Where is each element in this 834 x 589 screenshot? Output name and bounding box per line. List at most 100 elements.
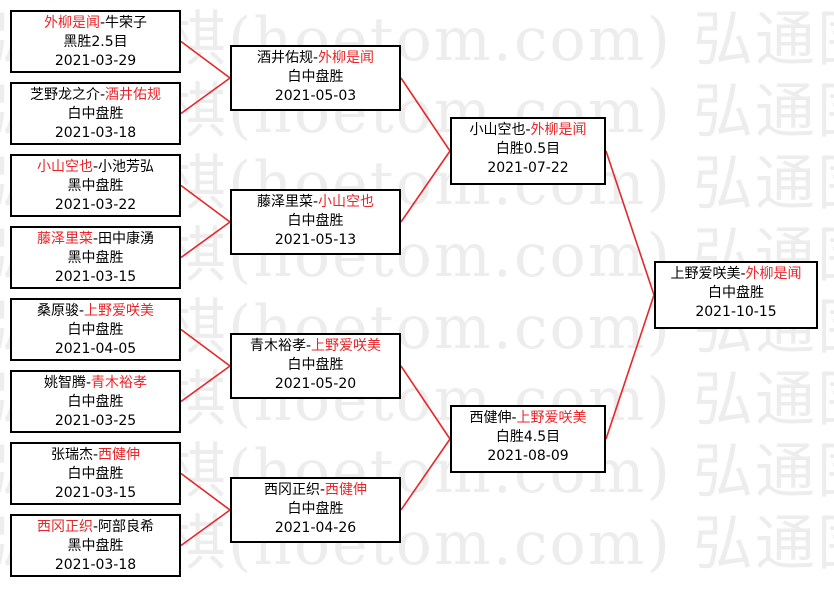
match-date: 2021-05-13 [274, 232, 357, 248]
player-1: 西冈正织 [263, 482, 320, 498]
player-2: 田中康湧 [98, 231, 155, 247]
match-box[interactable]: 藤泽里菜-小山空也 白中盘胜 2021-05-13 [230, 189, 401, 255]
player-1: 小山空也 [469, 122, 526, 138]
player-1: 藤泽里菜 [36, 231, 93, 247]
connector-line [180, 365, 231, 403]
match-result: 白中盘胜 [287, 213, 344, 229]
match-players: 桑原骏-上野爱咲美 [36, 303, 155, 319]
player-2: 西健伸 [325, 482, 368, 498]
connector-line [180, 40, 231, 79]
connector-line [400, 438, 451, 511]
match-date: 2021-05-20 [274, 376, 357, 392]
match-date: 2021-03-18 [54, 557, 137, 573]
match-box[interactable]: 桑原骏-上野爱咲美 白中盘胜 2021-04-05 [10, 298, 181, 361]
match-box[interactable]: 小山空也-小池芳弘 黑中盘胜 2021-03-22 [10, 154, 181, 217]
match-result: 黑胜2.5目 [63, 34, 128, 50]
match-box[interactable]: 藤泽里菜-田中康湧 黑中盘胜 2021-03-15 [10, 226, 181, 289]
match-players: 藤泽里菜-田中康湧 [36, 231, 155, 247]
player-1: 芝野龙之介 [29, 87, 100, 103]
match-result: 黑中盘胜 [67, 178, 124, 194]
player-2: 上野爱咲美 [311, 338, 382, 354]
match-result: 白中盘胜 [287, 69, 344, 85]
connector-line [180, 77, 231, 115]
player-2: 外柳是闻 [318, 50, 375, 66]
match-result: 白中盘胜 [67, 322, 124, 338]
player-1: 青木裕孝 [249, 338, 306, 354]
player-1: 桑原骏 [36, 303, 79, 319]
player-2: 上野爱咲美 [516, 410, 587, 426]
match-box[interactable]: 西冈正织-西健伸 白中盘胜 2021-04-26 [230, 477, 401, 543]
match-date: 2021-03-22 [54, 197, 137, 213]
match-players: 青木裕孝-上野爱咲美 [249, 338, 382, 354]
match-date: 2021-03-25 [54, 413, 137, 429]
connector-line [180, 221, 231, 259]
connector-line [180, 184, 231, 223]
match-box[interactable]: 张瑞杰-西健伸 白中盘胜 2021-03-15 [10, 442, 181, 505]
match-result: 白中盘胜 [67, 106, 124, 122]
match-date: 2021-10-15 [695, 304, 777, 320]
match-result: 黑中盘胜 [67, 250, 124, 266]
connector-line [180, 509, 231, 547]
match-date: 2021-03-18 [54, 125, 137, 141]
player-1: 小山空也 [36, 159, 93, 175]
match-result: 白胜4.5目 [495, 429, 561, 445]
connector-line [180, 328, 231, 367]
match-result: 白中盘胜 [287, 357, 344, 373]
player-2: 酒井佑规 [105, 87, 162, 103]
match-players: 西冈正织-阿部良希 [36, 519, 155, 535]
match-players: 小山空也-小池芳弘 [36, 159, 155, 175]
player-2: 阿部良希 [98, 519, 155, 535]
match-players: 外柳是闻-牛荣子 [43, 15, 148, 31]
match-date: 2021-08-09 [487, 448, 569, 464]
match-box[interactable]: 姚智腾-青木裕孝 白中盘胜 2021-03-25 [10, 370, 181, 433]
player-1: 外柳是闻 [43, 15, 100, 31]
match-box[interactable]: 小山空也-外柳是闻 白胜0.5目 2021-07-22 [450, 117, 606, 185]
match-players: 小山空也-外柳是闻 [469, 122, 587, 138]
player-2: 上野爱咲美 [84, 303, 155, 319]
connector-line [400, 365, 451, 440]
match-result: 黑中盘胜 [67, 538, 124, 554]
match-date: 2021-03-29 [54, 53, 137, 69]
player-1: 西健伸 [469, 410, 512, 426]
match-players: 酒井佑规-外柳是闻 [256, 50, 375, 66]
match-box[interactable]: 西冈正织-阿部良希 黑中盘胜 2021-03-18 [10, 514, 181, 577]
match-result: 白中盘胜 [287, 501, 344, 517]
match-players: 芝野龙之介-酒井佑规 [29, 87, 162, 103]
match-date: 2021-03-15 [54, 485, 137, 501]
match-result: 白胜0.5目 [495, 141, 561, 157]
connector-line [605, 294, 655, 440]
match-date: 2021-03-15 [54, 269, 137, 285]
match-players: 西冈正织-西健伸 [263, 482, 368, 498]
match-result: 白中盘胜 [708, 285, 764, 301]
player-1: 西冈正织 [36, 519, 93, 535]
player-1: 藤泽里菜 [256, 194, 313, 210]
match-box[interactable]: 青木裕孝-上野爱咲美 白中盘胜 2021-05-20 [230, 333, 401, 399]
player-1: 姚智腾 [43, 375, 86, 391]
player-2: 外柳是闻 [530, 122, 587, 138]
match-date: 2021-07-22 [487, 160, 569, 176]
match-players: 姚智腾-青木裕孝 [43, 375, 148, 391]
match-box[interactable]: 芝野龙之介-酒井佑规 白中盘胜 2021-03-18 [10, 82, 181, 145]
match-result: 白中盘胜 [67, 466, 124, 482]
player-2: 外柳是闻 [745, 266, 802, 282]
match-date: 2021-04-26 [274, 520, 357, 536]
connector-line [400, 150, 451, 223]
player-1: 上野爱咲美 [670, 266, 741, 282]
connector-line [180, 472, 231, 511]
match-box[interactable]: 上野爱咲美-外柳是闻 白中盘胜 2021-10-15 [654, 261, 818, 329]
player-1: 酒井佑规 [256, 50, 313, 66]
match-box[interactable]: 西健伸-上野爱咲美 白胜4.5目 2021-08-09 [450, 405, 606, 473]
match-date: 2021-05-03 [274, 88, 357, 104]
match-box[interactable]: 酒井佑规-外柳是闻 白中盘胜 2021-05-03 [230, 45, 401, 111]
match-box[interactable]: 外柳是闻-牛荣子 黑胜2.5目 2021-03-29 [10, 10, 181, 73]
connector-line [605, 150, 655, 296]
match-players: 西健伸-上野爱咲美 [469, 410, 587, 426]
player-2: 小池芳弘 [98, 159, 155, 175]
connector-line [400, 77, 451, 152]
player-2: 牛荣子 [105, 15, 148, 31]
player-2: 西健伸 [98, 447, 141, 463]
player-2: 小山空也 [318, 194, 375, 210]
match-result: 白中盘胜 [67, 394, 124, 410]
player-1: 张瑞杰 [50, 447, 93, 463]
